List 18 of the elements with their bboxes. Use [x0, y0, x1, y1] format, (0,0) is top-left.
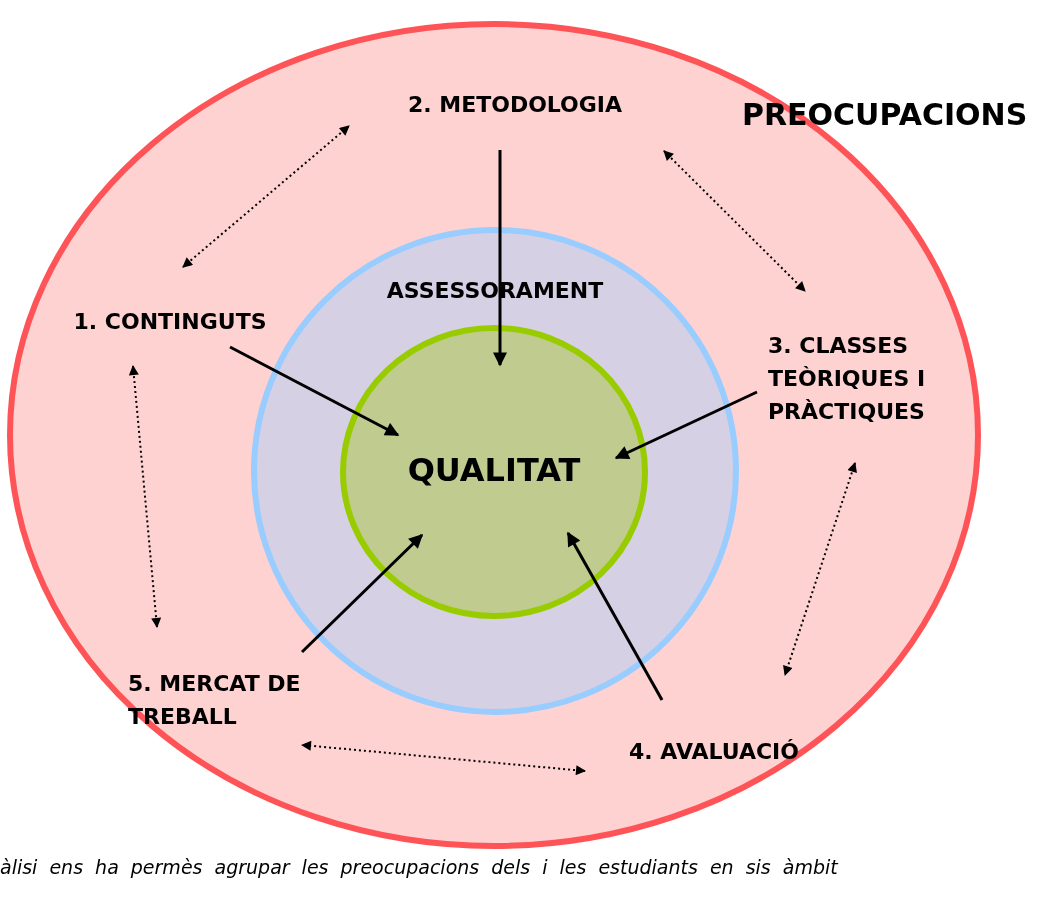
- arrow: [566, 531, 664, 701]
- topic-label: 1. CONTINGUTS: [50, 305, 290, 338]
- topic-label: 3. CLASSES TEÒRIQUES I PRÀCTIQUES: [768, 329, 968, 428]
- topic-label: 2. METODOLOGIA: [380, 88, 650, 121]
- topic-label: 4. AVALUACIÓ: [600, 735, 828, 768]
- arrow: [300, 533, 424, 654]
- heading: QUALITAT: [406, 450, 582, 491]
- arrow: [301, 740, 586, 776]
- caption: àlisi ens ha permès agrupar les preocupacions dels i les estudiants en sis àmbit: [0, 856, 840, 878]
- arrow: [614, 390, 758, 460]
- topic-label: 5. MERCAT DE TREBALL: [128, 667, 308, 733]
- quality-circle: [340, 325, 648, 619]
- arrow: [663, 150, 806, 292]
- arrow: [229, 345, 400, 437]
- arrow: [783, 462, 857, 676]
- arrow: [128, 365, 162, 628]
- arrow: [493, 150, 507, 367]
- arrow: [182, 125, 350, 268]
